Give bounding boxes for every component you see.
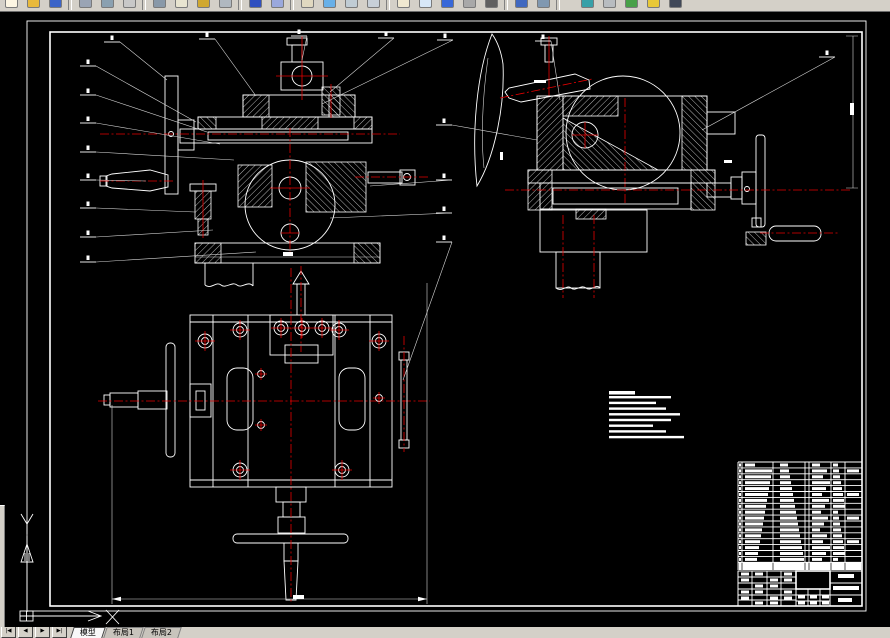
part-balloon bbox=[436, 119, 537, 141]
color-control-icon[interactable] bbox=[439, 0, 455, 11]
layout-tab-1[interactable]: 布局1 bbox=[103, 627, 144, 638]
tab-label: 模型 bbox=[80, 628, 96, 638]
toolbar-separator bbox=[142, 0, 146, 10]
zoom-previous-icon[interactable] bbox=[365, 0, 381, 11]
toolbar-separator bbox=[556, 0, 560, 10]
toolbar-separator bbox=[290, 0, 294, 10]
part-balloon bbox=[80, 174, 146, 182]
lineweight-control-icon[interactable] bbox=[483, 0, 499, 11]
side-section-view[interactable] bbox=[475, 34, 858, 298]
title-block bbox=[738, 571, 862, 606]
layer-icon[interactable] bbox=[395, 0, 411, 11]
pan-icon[interactable] bbox=[299, 0, 315, 11]
layer-properties-icon[interactable] bbox=[417, 0, 433, 11]
tab-nav-buttons: |◀◀▶▶| bbox=[0, 627, 68, 638]
cut-icon[interactable] bbox=[151, 0, 167, 11]
copy-icon[interactable] bbox=[173, 0, 189, 11]
part-balloon bbox=[80, 202, 195, 213]
parts-list-table bbox=[738, 462, 862, 570]
front-section-view[interactable] bbox=[100, 36, 428, 287]
layout-tab-0[interactable]: 模型 bbox=[70, 627, 106, 638]
designcenter-icon[interactable] bbox=[535, 0, 551, 11]
publish-icon[interactable] bbox=[121, 0, 137, 11]
technical-notes-block bbox=[609, 391, 684, 438]
layout-tab-2[interactable]: 布局2 bbox=[141, 627, 182, 638]
part-balloon bbox=[80, 89, 207, 133]
last-tab-button[interactable]: ▶| bbox=[52, 627, 67, 638]
part-balloon bbox=[702, 51, 835, 131]
distance-icon[interactable] bbox=[645, 0, 661, 11]
ucs-icon bbox=[20, 514, 119, 624]
prev-tab-button[interactable]: ◀ bbox=[18, 627, 33, 638]
next-tab-button[interactable]: ▶ bbox=[35, 627, 50, 638]
open-icon[interactable] bbox=[25, 0, 41, 11]
toolbar-icons bbox=[0, 0, 686, 11]
properties-icon[interactable] bbox=[513, 0, 529, 11]
layout-tabs: 模型 布局1 布局2 bbox=[72, 627, 181, 638]
part-balloon bbox=[322, 34, 453, 105]
render-icon[interactable] bbox=[579, 0, 595, 11]
tab-label: 布局1 bbox=[113, 628, 134, 638]
help-icon[interactable] bbox=[667, 0, 683, 11]
redo-icon[interactable] bbox=[269, 0, 285, 11]
zoom-realtime-icon[interactable] bbox=[321, 0, 337, 11]
toolbar-gap bbox=[562, 0, 576, 11]
part-balloon bbox=[199, 33, 256, 97]
docked-toolbar-edge bbox=[0, 505, 5, 628]
part-balloon bbox=[80, 230, 213, 237]
named-views-icon[interactable] bbox=[601, 0, 617, 11]
toolbar-separator bbox=[386, 0, 390, 10]
part-balloon bbox=[330, 32, 394, 93]
drawing-canvas[interactable] bbox=[0, 12, 890, 627]
3d-orbit-icon[interactable] bbox=[623, 0, 639, 11]
plot-icon[interactable] bbox=[77, 0, 93, 11]
toolbar-separator bbox=[68, 0, 72, 10]
plan-view-bolts bbox=[195, 318, 389, 480]
paste-icon[interactable] bbox=[195, 0, 211, 11]
toolbar-separator bbox=[504, 0, 508, 10]
plot-preview-icon[interactable] bbox=[99, 0, 115, 11]
part-balloons bbox=[80, 30, 835, 381]
layout-tab-bar: |◀◀▶▶| 模型 布局1 布局2 bbox=[0, 627, 890, 638]
part-balloon bbox=[403, 236, 452, 381]
standard-toolbar bbox=[0, 0, 890, 12]
match-properties-icon[interactable] bbox=[217, 0, 233, 11]
undo-icon[interactable] bbox=[247, 0, 263, 11]
part-balloon bbox=[370, 174, 452, 187]
toolbar-separator bbox=[238, 0, 242, 10]
linetype-control-icon[interactable] bbox=[461, 0, 477, 11]
save-icon[interactable] bbox=[47, 0, 63, 11]
part-balloon bbox=[104, 36, 167, 81]
part-balloon bbox=[80, 60, 196, 123]
plan-view[interactable] bbox=[98, 266, 430, 604]
first-tab-button[interactable]: |◀ bbox=[1, 627, 16, 638]
zoom-window-icon[interactable] bbox=[343, 0, 359, 11]
qnew-icon[interactable] bbox=[3, 0, 19, 11]
part-balloon bbox=[80, 146, 234, 161]
tab-label: 布局2 bbox=[151, 628, 172, 638]
